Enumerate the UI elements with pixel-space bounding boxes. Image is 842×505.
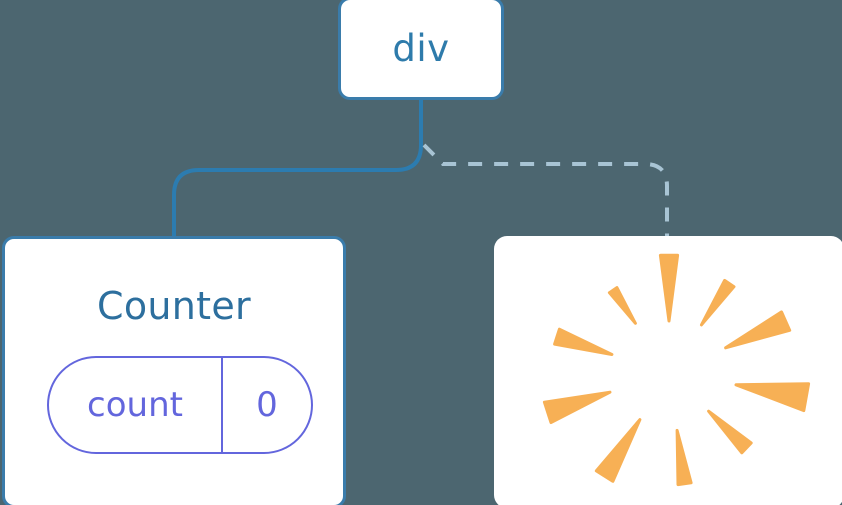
starburst-ray-7	[542, 390, 612, 425]
starburst-ray-group	[542, 253, 811, 487]
starburst-ray-8	[553, 327, 614, 356]
starburst-ray-1	[699, 278, 736, 327]
node-div[interactable]: div	[338, 0, 504, 100]
starburst-ray-0	[658, 253, 680, 323]
starburst-ray-4	[707, 409, 753, 455]
node-counter[interactable]: Counter count 0	[2, 236, 346, 505]
node-div-label: div	[392, 27, 450, 70]
edge-div-to-output	[422, 143, 669, 238]
starburst-ray-9	[607, 286, 637, 325]
starburst-ray-3	[734, 382, 811, 413]
node-rendered-output[interactable]	[494, 236, 842, 505]
state-key-label: count	[49, 358, 223, 452]
starburst-ray-5	[675, 428, 693, 487]
node-counter-label: Counter	[97, 284, 251, 328]
edge-div-to-counter	[172, 100, 423, 238]
starburst-ray-6	[594, 418, 642, 483]
starburst-icon	[542, 253, 811, 487]
starburst-ray-2	[724, 310, 792, 350]
state-value-label: 0	[256, 385, 278, 425]
state-pill-count[interactable]: count 0	[47, 356, 313, 454]
